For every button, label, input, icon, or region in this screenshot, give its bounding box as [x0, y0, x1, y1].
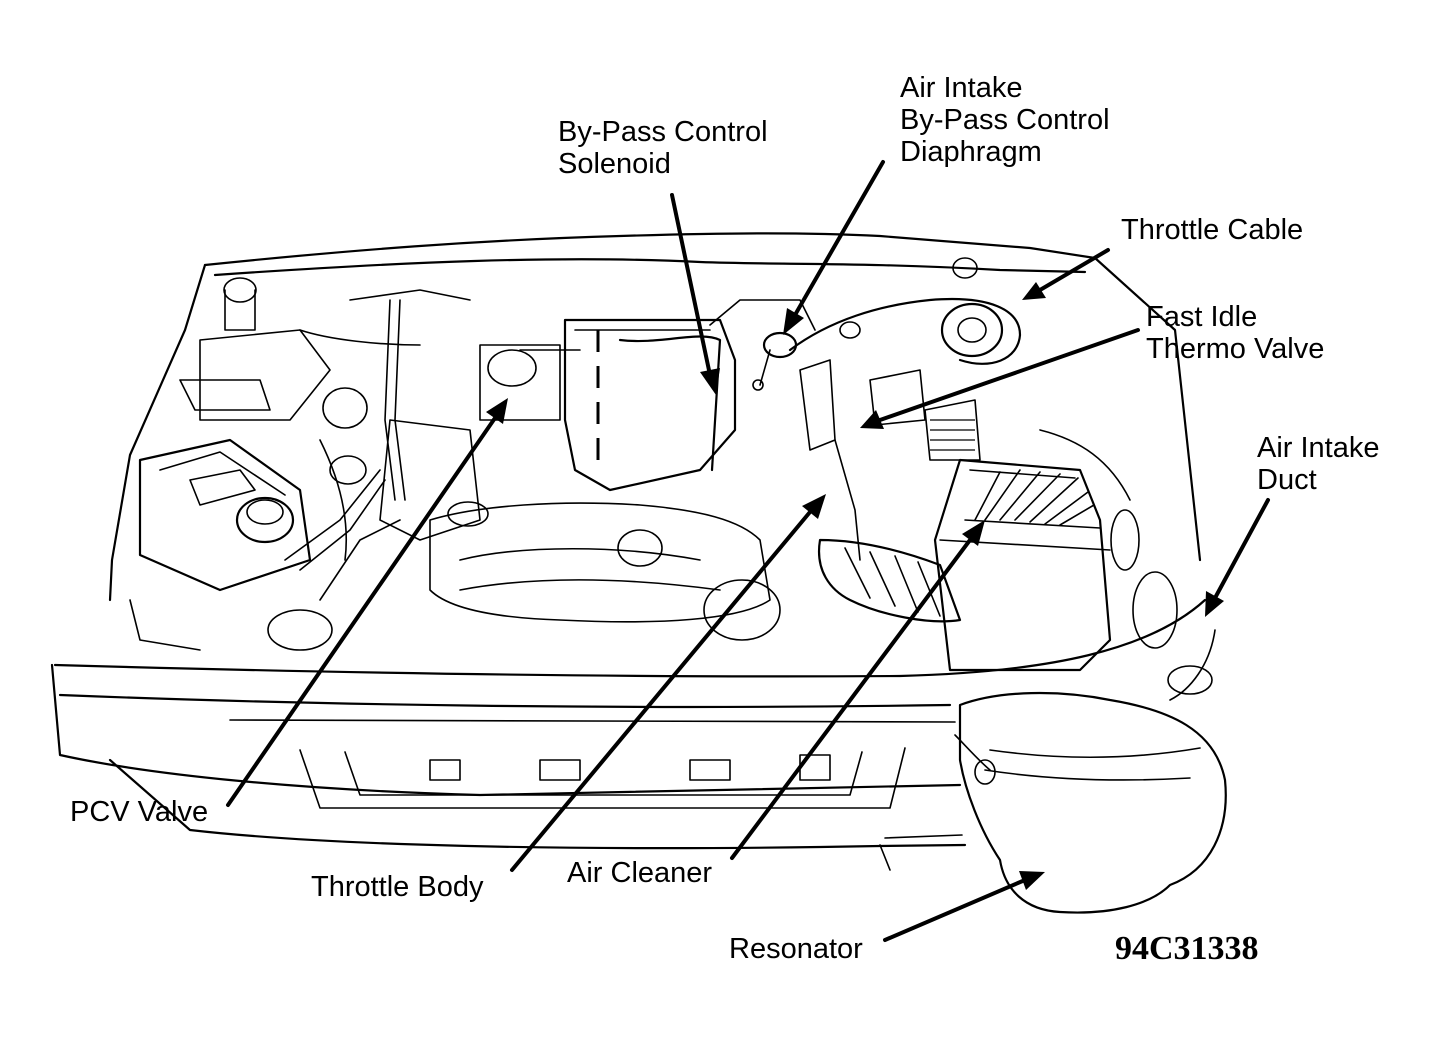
arrowhead-air-intake-duct — [1205, 591, 1224, 617]
label-line: PCV Valve — [70, 796, 209, 828]
throttle-cable-and-diaphragm — [709, 298, 1022, 391]
label-fast-idle-thermo-valve: Fast Idle Thermo Valve — [1146, 301, 1324, 365]
label-resonator: Resonator — [729, 933, 863, 965]
label-line: By-Pass Control — [900, 104, 1110, 136]
arrowhead-bypass-solenoid — [700, 368, 720, 395]
figure-code: 94C31338 — [1115, 930, 1259, 967]
arrowhead-throttle-body — [802, 494, 826, 519]
leader-throttle-cable — [1038, 248, 1110, 292]
label-line: Throttle Cable — [1121, 214, 1304, 246]
leader-throttle-body — [510, 510, 812, 872]
leader-resonator — [883, 878, 1027, 942]
label-line: Fast Idle — [1146, 301, 1258, 333]
leader-air-cleaner — [730, 538, 972, 860]
label-line: Throttle Body — [311, 871, 484, 903]
label-line: By-Pass Control — [558, 116, 768, 148]
label-line: Air Intake — [1257, 432, 1380, 464]
arrowhead-air-cleaner — [962, 520, 985, 546]
label-line: Solenoid — [558, 148, 671, 180]
leader-pcv-valve — [226, 416, 497, 807]
label-line: Resonator — [729, 933, 863, 965]
arrowhead-throttle-cable — [1022, 282, 1046, 300]
label-air-intake-duct: Air Intake Duct — [1257, 432, 1380, 496]
label-pcv-valve: PCV Valve — [70, 796, 208, 828]
engine-block — [379, 318, 781, 641]
label-line: Diaphragm — [900, 136, 1042, 168]
label-air-intake-bypass-control-diaphragm: Air Intake By-Pass Control Diaphragm — [900, 72, 1110, 168]
label-bypass-control-solenoid: By-Pass Control Solenoid — [558, 116, 768, 180]
label-throttle-body: Throttle Body — [311, 871, 483, 903]
label-line: Thermo Valve — [1146, 333, 1325, 365]
leader-air-intake-diaphragm — [793, 160, 885, 317]
label-line: Air Intake — [900, 72, 1023, 104]
leader-bypass-solenoid — [670, 193, 712, 377]
arrowhead-fast-idle — [860, 410, 884, 429]
resonator-body — [954, 629, 1227, 914]
label-line: Duct — [1257, 464, 1317, 496]
leader-lines — [226, 160, 1270, 942]
left-components — [129, 277, 471, 651]
leader-air-intake-duct — [1213, 498, 1270, 600]
label-throttle-cable: Throttle Cable — [1121, 214, 1303, 246]
right-components — [799, 257, 1178, 672]
arrowhead-pcv-valve — [486, 398, 508, 424]
front-bumper-and-grille — [50, 598, 1207, 871]
label-air-cleaner: Air Cleaner — [567, 857, 712, 889]
arrowhead-resonator — [1019, 871, 1045, 890]
label-line: Air Cleaner — [567, 857, 713, 889]
arrowhead-air-intake-diaphragm — [783, 308, 804, 335]
leader-fast-idle — [878, 328, 1140, 422]
